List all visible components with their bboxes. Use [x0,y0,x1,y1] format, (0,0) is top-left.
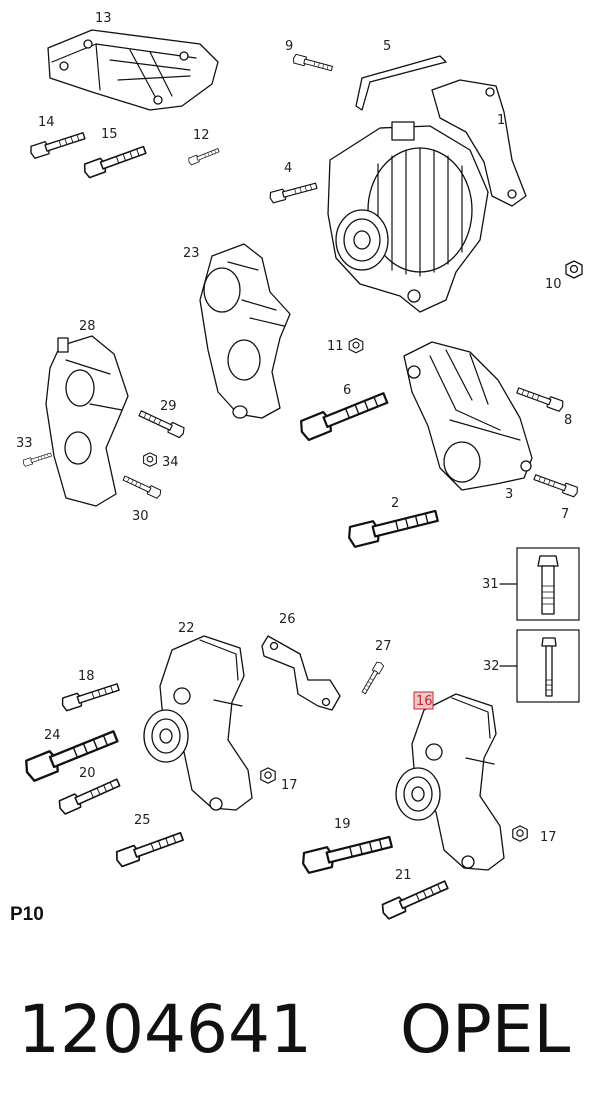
part-20-bolt [56,775,122,816]
label-13: 13 [95,11,112,26]
part-12-screw [187,146,221,166]
label-17b: 17 [540,830,557,845]
part-15-bolt [81,142,148,180]
part-33-screw [21,451,53,468]
label-12: 12 [193,128,210,143]
part-7-bolt [532,471,580,498]
label-25: 25 [134,813,151,828]
label-22: 22 [178,621,195,636]
label-32: 32 [483,659,500,674]
part-24-bolt [21,725,121,784]
label-30: 30 [132,509,149,524]
label-5: 5 [383,39,391,54]
label-27: 27 [375,639,392,654]
label-8: 8 [564,413,572,428]
label-29: 29 [160,399,177,414]
label-9: 9 [285,39,293,54]
part-8-bolt [515,384,566,413]
label-34: 34 [162,455,179,470]
part-17b-nut [512,825,528,842]
part-11-nut [348,337,364,354]
part-5-strap [355,55,447,111]
part-2-bolt [345,504,441,549]
part-18-bolt [59,680,121,713]
part-14-bolt [28,129,87,160]
label-28: 28 [79,319,96,334]
part-22-tensioner [143,635,253,811]
label-4: 4 [284,161,292,176]
label-16-highlight [413,691,434,710]
part-9-bolt [291,53,334,74]
page-code: P10 [10,904,44,925]
part-10-nut [565,260,583,279]
part-19-bolt [299,830,395,875]
part-16-tensioner [395,693,505,871]
label-3: 3 [505,487,513,502]
label-18: 18 [78,669,95,684]
part-23-bracket [199,243,291,419]
label-23: 23 [183,246,200,261]
part-27-bolt [359,660,385,696]
part-25-bolt [113,828,186,869]
part-number: 1204641 [18,991,312,1068]
part-26-bracket [261,635,341,711]
part-28-bracket [45,335,129,507]
label-31: 31 [482,577,499,592]
label-10: 10 [545,277,562,292]
label-7: 7 [561,507,569,522]
part-30-bolt [121,473,163,500]
label-17a: 17 [281,778,298,793]
label-11: 11 [327,339,344,354]
part-34-nut [143,452,157,467]
label-1: 1 [497,113,505,128]
label-20: 20 [79,766,96,781]
part-1-plate [431,79,527,207]
part-13-bracket-plate [47,29,219,111]
brand-name: OPEL [400,991,570,1068]
part-21-bolt [379,876,451,921]
part-4-bolt [268,179,319,204]
part-3-bracket [403,341,533,491]
label-2: 2 [391,496,399,511]
label-26: 26 [279,612,296,627]
label-15: 15 [101,127,118,142]
part-32-box [499,629,580,703]
label-19: 19 [334,817,351,832]
part-31-box [499,547,580,621]
label-24: 24 [44,728,61,743]
label-16: 16 [416,694,433,709]
label-33: 33 [16,436,33,451]
alternator [327,121,489,313]
label-21: 21 [395,868,412,883]
part-17a-nut [260,767,276,784]
label-6: 6 [343,383,351,398]
label-14: 14 [38,115,55,130]
